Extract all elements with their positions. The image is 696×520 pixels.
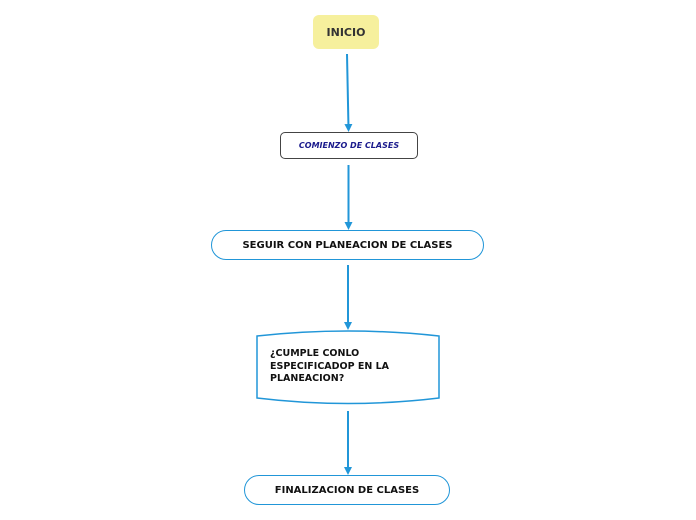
comienzo-node-label: COMIENZO DE CLASES (298, 141, 400, 150)
seguir-node-label: SEGUIR CON PLANEACION DE CLASES (242, 239, 453, 251)
start-node-inicio[interactable]: INICIO (313, 15, 379, 49)
decision-node-cumple[interactable]: ¿CUMPLE CONLO ESPECIFICADOP EN LA PLANEA… (256, 330, 440, 404)
decision-shape (256, 330, 440, 405)
final-node-label: FINALIZACION DE CLASES (274, 484, 420, 496)
end-node-finalizacion[interactable]: FINALIZACION DE CLASES (244, 475, 450, 505)
process-node-comienzo[interactable]: COMIENZO DE CLASES (280, 132, 418, 159)
connector-inicio-to-comienzo (344, 53, 353, 132)
start-node-label: INICIO (326, 25, 366, 39)
cumple-node-label: ¿CUMPLE CONLO ESPECIFICADOP EN LA PLANEA… (270, 348, 390, 385)
process-node-seguir[interactable]: SEGUIR CON PLANEACION DE CLASES (211, 230, 484, 260)
